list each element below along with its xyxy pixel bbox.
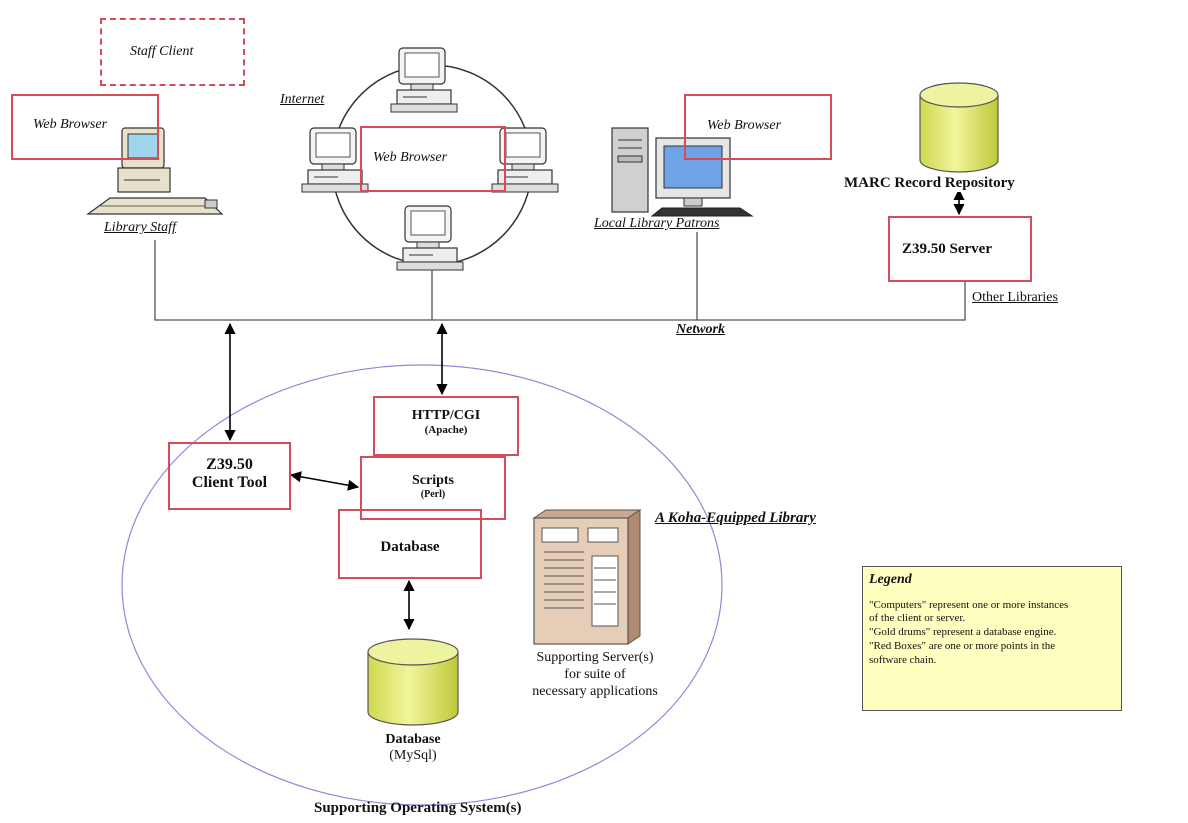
http-cgi-label: HTTP/CGI (Apache): [373, 408, 519, 437]
network-label: Network: [676, 322, 725, 338]
other-libraries-label: Other Libraries: [972, 290, 1058, 305]
http-cgi-title: HTTP/CGI: [411, 408, 481, 423]
staff-client-label: Staff Client: [130, 44, 194, 59]
legend-line-1: "Computers" represent one or more instan…: [869, 598, 1069, 611]
internet-computer-icon: [390, 47, 458, 113]
scripts-label: Scripts (Perl): [360, 473, 506, 501]
marc-database-drum-icon: [919, 82, 999, 173]
connection-arrows: [224, 188, 965, 631]
web-browser-internet-box: [360, 126, 506, 192]
internet-computer-icon: [396, 205, 464, 271]
z3950-client-line1: Z39.50: [206, 456, 253, 473]
perl-subtitle: (Perl): [420, 489, 446, 501]
internet-computer-icon: [301, 127, 369, 193]
legend-line-3: "Gold drums" represent a database engine…: [869, 626, 1057, 638]
legend-line-5: software chain.: [869, 653, 937, 666]
database-box: [338, 509, 482, 579]
network-lines: [154, 232, 966, 321]
legend-line-4: "Red Boxes" are one or more points in th…: [869, 639, 1056, 652]
web-browser-staff-box: [11, 94, 159, 160]
supporting-server-line2: for suite of: [564, 666, 626, 682]
database-drum-line2: (MySql): [389, 748, 437, 764]
scripts-box: [360, 456, 506, 520]
z3950-client-box: [168, 442, 291, 510]
koha-library-label: A Koha-Equipped Library: [655, 510, 816, 526]
web-browser-local-box: [684, 94, 832, 160]
legend-box: Legend "Computers" represent one or more…: [862, 566, 1122, 711]
library-staff-label: Library Staff: [104, 220, 176, 235]
local-patrons-label: Local Library Patrons: [594, 216, 720, 231]
library-staff-computer-icon: [86, 127, 224, 215]
supporting-server-line1: Supporting Server(s): [536, 650, 654, 665]
supporting-server-line3: necessary applications: [532, 683, 658, 699]
supporting-server-label: Supporting Server(s) for suite of necess…: [505, 650, 685, 700]
z3950-client-line2: Client Tool: [191, 474, 268, 492]
internet-label: Internet: [280, 92, 325, 107]
web-browser-staff-label: Web Browser: [33, 117, 108, 132]
apache-subtitle: (Apache): [424, 424, 468, 437]
scripts-title: Scripts: [412, 473, 454, 488]
database-drum-line1: Database: [385, 732, 441, 747]
database-box-label: Database: [380, 539, 440, 555]
z3950-server-label: Z39.50 Server: [902, 241, 992, 257]
mysql-database-drum-icon: [367, 638, 459, 726]
supporting-os-label: Supporting Operating System(s): [314, 800, 522, 816]
supporting-system-ellipse: [121, 364, 723, 806]
z3950-client-label: Z39.50 Client Tool: [168, 456, 291, 493]
local-patrons-computer-icon: [611, 127, 754, 217]
legend-line-2: of the client or server.: [869, 612, 966, 625]
supporting-server-icon: [532, 509, 642, 645]
database-drum-label: Database (MySql): [358, 732, 468, 764]
web-browser-internet-label: Web Browser: [373, 150, 448, 165]
legend-title: Legend: [869, 572, 912, 587]
staff-client-box: [100, 18, 245, 86]
z3950-server-box: [888, 216, 1032, 282]
web-browser-local-label: Web Browser: [707, 118, 782, 133]
http-cgi-box: [373, 396, 519, 456]
marc-repository-label: MARC Record Repository: [844, 175, 1015, 192]
